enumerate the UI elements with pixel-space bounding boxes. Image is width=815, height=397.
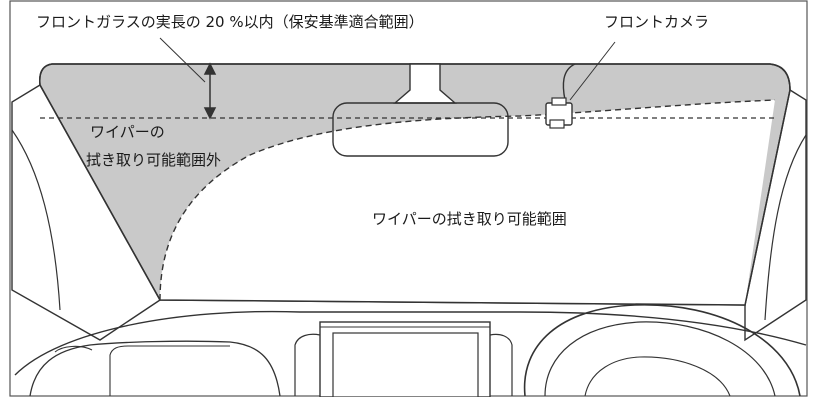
center-vent-left — [294, 333, 321, 396]
outside-wipe-label-line1: ワイパーの — [90, 123, 165, 141]
height-arrow-icon — [203, 62, 217, 120]
wiper-boundary-line — [159, 99, 776, 301]
camera-label-leader — [569, 41, 616, 101]
outside-wipe-label-line2: 拭き取り可能範囲外 — [86, 151, 222, 169]
dashboard-left-inner — [109, 345, 230, 396]
camera-cable — [562, 63, 576, 101]
rearview-mirror — [332, 102, 509, 157]
windshield-limit-label: フロントガラスの実長の 20 %以内（保安基準適合範囲） — [36, 13, 424, 31]
inside-wipe-label: ワイパーの拭き取り可能範囲 — [372, 210, 567, 228]
dashboard-top — [14, 310, 807, 376]
meter-hood — [584, 356, 731, 397]
right-door-edge — [764, 134, 807, 321]
front-camera-label: フロントカメラ — [604, 13, 710, 31]
steering-wheel-inner — [544, 321, 776, 397]
dashboard-left-small-vent — [54, 345, 93, 353]
top-label-leader — [159, 37, 206, 83]
center-display-screen — [332, 332, 479, 397]
dashboard-left-vent — [29, 340, 281, 397]
center-vent-right — [489, 333, 513, 396]
left-door-edge — [11, 129, 61, 311]
steering-wheel-icon — [523, 304, 801, 397]
front-camera-icon — [545, 97, 573, 129]
wiper-wipe-area — [160, 100, 775, 305]
